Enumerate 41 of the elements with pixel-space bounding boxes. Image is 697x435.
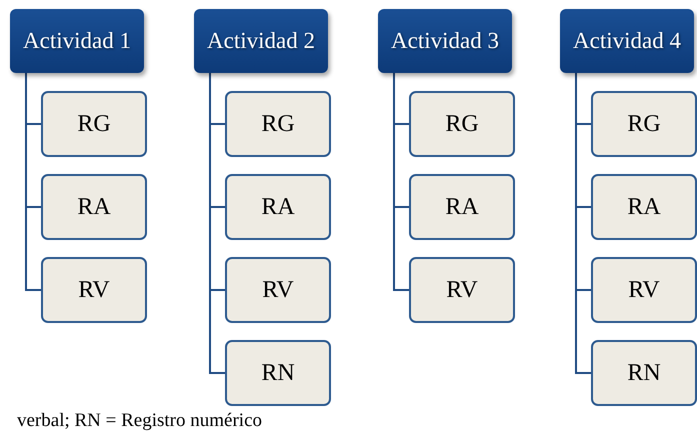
- record-label: RN: [627, 360, 661, 386]
- record-box: [591, 91, 697, 157]
- record-label: RV: [628, 276, 660, 304]
- record-box: [225, 174, 331, 240]
- record-label: RV: [446, 276, 478, 304]
- record-box: [225, 91, 331, 157]
- connector-line: [393, 73, 409, 291]
- record-box: [409, 257, 515, 323]
- record-box: [225, 257, 331, 323]
- record-box: [225, 340, 331, 406]
- record-box: [591, 340, 697, 406]
- activity-header: [10, 9, 144, 73]
- record-label: RG: [627, 110, 661, 138]
- record-box: [591, 257, 697, 323]
- record-box: [41, 257, 147, 323]
- activity-header: [560, 9, 694, 73]
- activity-header: [378, 9, 512, 73]
- header-text: Actividad 4: [573, 28, 681, 54]
- record-label: RG: [445, 110, 479, 138]
- header-text: Actividad 3: [391, 28, 499, 54]
- record-label: RA: [445, 194, 479, 220]
- record-label: RV: [262, 276, 294, 304]
- connector-line: [209, 73, 225, 374]
- record-label: RA: [261, 194, 295, 220]
- connector-line: [25, 73, 41, 291]
- record-box: [41, 91, 147, 157]
- record-label: RG: [261, 110, 295, 138]
- record-label: RA: [77, 194, 111, 220]
- footnote: verbal; RN = Registro numérico: [17, 410, 262, 432]
- record-label: RG: [77, 110, 111, 138]
- record-label: RV: [78, 276, 110, 304]
- record-box: [591, 174, 697, 240]
- record-label: RN: [261, 360, 295, 386]
- header-text: Actividad 1: [23, 28, 131, 54]
- record-box: [409, 174, 515, 240]
- record-box: [41, 174, 147, 240]
- activity-header: [194, 9, 328, 73]
- record-label: RA: [627, 194, 661, 220]
- connector-line: [575, 73, 591, 374]
- header-text: Actividad 2: [207, 28, 315, 54]
- record-box: [409, 91, 515, 157]
